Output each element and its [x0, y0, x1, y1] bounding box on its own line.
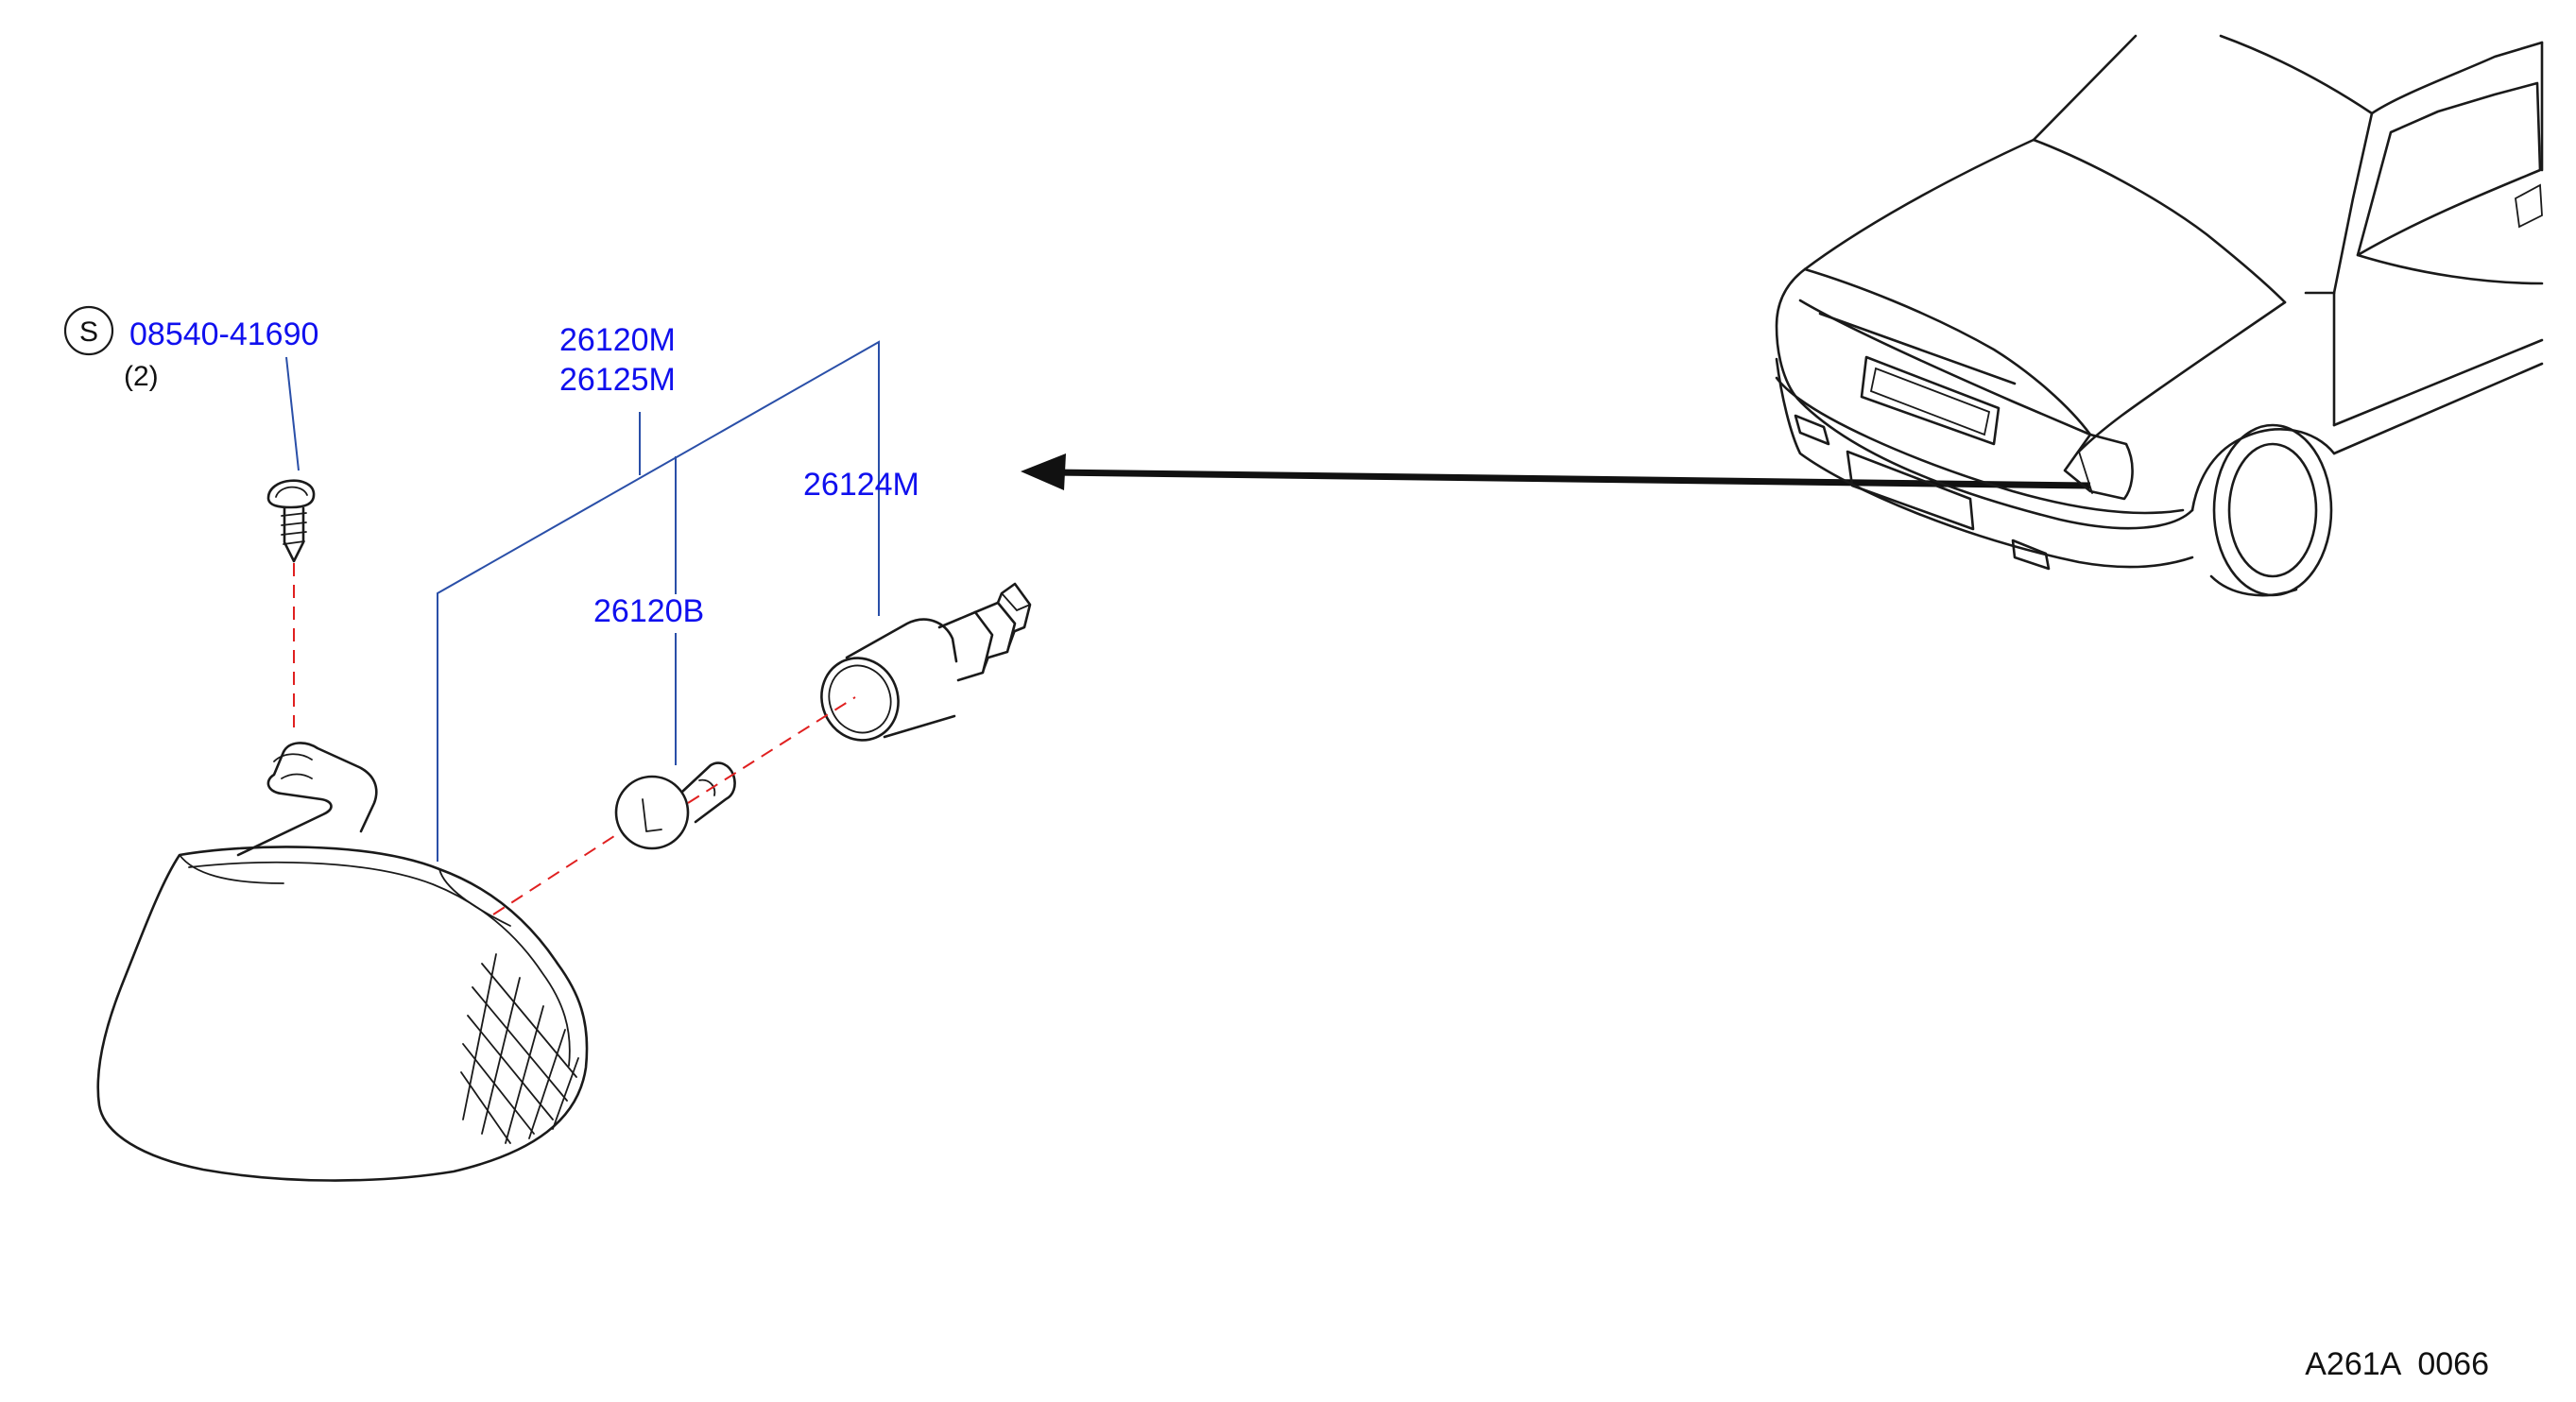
screw-part-number[interactable]: 08540-41690	[129, 316, 318, 352]
lamp-part-number-rh[interactable]: 26120M	[559, 322, 676, 358]
socket-center-line	[687, 696, 856, 804]
standard-part-symbol: S	[79, 316, 98, 348]
screw-drawing	[266, 479, 316, 727]
vehicle-outline-drawing	[1775, 34, 2544, 597]
standard-part-symbol-circle	[63, 305, 114, 356]
socket-callout: 26124M	[803, 467, 919, 503]
screw-leader-line	[285, 356, 300, 471]
bulb-center-line	[492, 835, 615, 915]
location-arrow	[1021, 453, 2091, 490]
lamp-callout: 26120M 26125M	[437, 322, 880, 862]
socket-drawing	[820, 582, 1032, 742]
screw-callout: S 08540-41690 (2)	[63, 305, 318, 471]
lamp-leader-bracket	[437, 340, 880, 862]
bulb-callout: 26120B	[593, 593, 704, 629]
lamp-part-number-lh[interactable]: 26125M	[559, 362, 676, 398]
lamp-assembly-drawing	[96, 742, 589, 1182]
screw-quantity: (2)	[124, 361, 159, 392]
diagram-reference-code: A261A 0066	[2305, 1346, 2489, 1382]
socket-part-number[interactable]: 26124M	[803, 467, 919, 503]
bulb-drawing	[614, 761, 736, 850]
bulb-part-number[interactable]: 26120B	[593, 593, 704, 629]
